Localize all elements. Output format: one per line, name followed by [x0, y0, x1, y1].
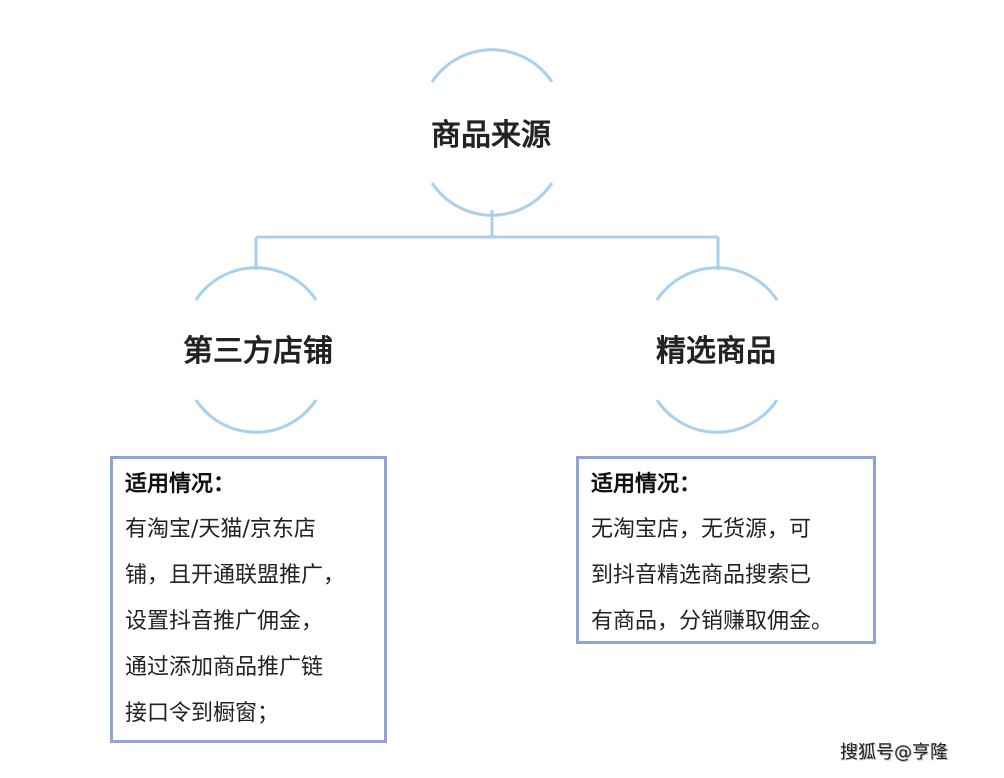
- watermark-text: 搜狐号@亨隆: [840, 742, 948, 763]
- right-box-line: 到抖音精选商品搜索已: [591, 563, 812, 588]
- right-top-arc: [655, 266, 779, 301]
- left-top-arc: [194, 266, 318, 301]
- left-box-line: 有淘宝/天猫/京东店: [125, 517, 316, 542]
- right-info-box: 适用情况： 无淘宝店，无货源，可 到抖音精选商品搜索已 有商品，分销赚取佣金。: [576, 456, 876, 644]
- right-node-title: 精选商品: [656, 334, 776, 369]
- left-bottom-arc: [194, 399, 318, 434]
- left-box-line: 铺，且开通联盟推广，: [125, 563, 346, 588]
- left-node-title: 第三方店铺: [183, 334, 333, 369]
- left-box-heading: 适用情况：: [125, 472, 236, 497]
- root-node-title: 商品来源: [431, 118, 551, 153]
- root-top-arc: [430, 48, 554, 83]
- right-box-line: 有商品，分销赚取佣金。: [591, 609, 834, 634]
- right-box-line: 无淘宝店，无货源，可: [591, 517, 812, 542]
- left-box-line: 通过添加商品推广链: [125, 655, 324, 680]
- left-box-line: 设置抖音推广佣金，: [125, 609, 324, 634]
- right-box-heading: 适用情况：: [591, 472, 702, 497]
- left-box-line: 接口令到橱窗；: [125, 701, 280, 726]
- right-bottom-arc: [655, 399, 779, 434]
- left-info-box: 适用情况： 有淘宝/天猫/京东店 铺，且开通联盟推广， 设置抖音推广佣金， 通过…: [110, 456, 387, 743]
